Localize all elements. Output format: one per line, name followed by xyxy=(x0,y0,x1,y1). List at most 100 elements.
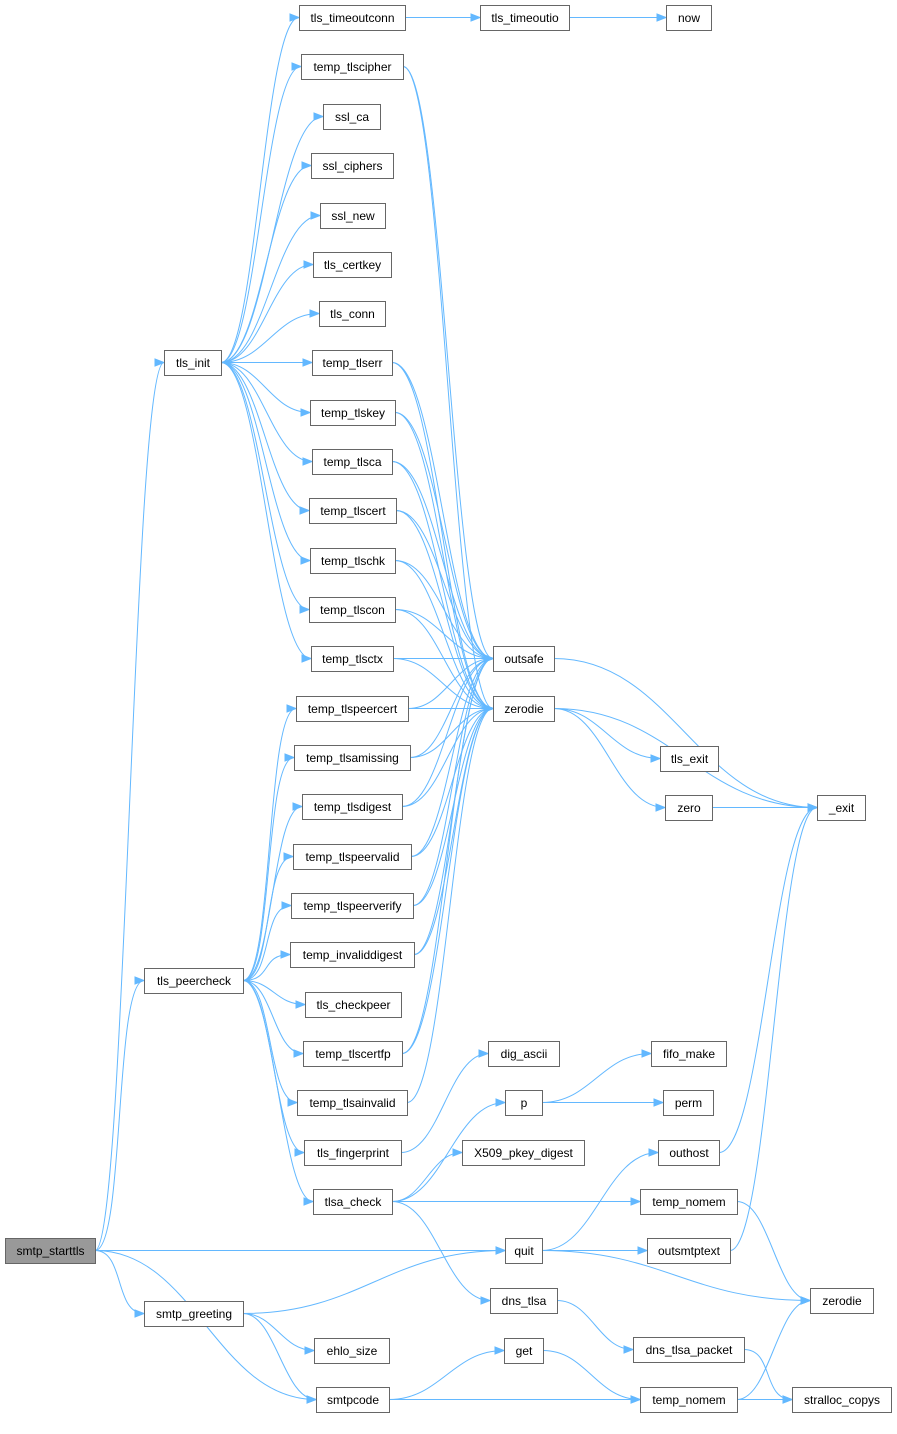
node-temp-tlspeerverify[interactable]: temp_tlspeerverify xyxy=(291,893,414,919)
node-ssl-new[interactable]: ssl_new xyxy=(320,203,386,229)
node-temp-tlsainvalid[interactable]: temp_tlsainvalid xyxy=(297,1090,408,1116)
node-outhost[interactable]: outhost xyxy=(658,1140,720,1166)
node-box xyxy=(309,498,397,524)
node-perm[interactable]: perm xyxy=(663,1090,714,1116)
node-box xyxy=(311,153,394,179)
edge-temp-tlscertfp-to-outsafe xyxy=(401,658,494,1054)
node-ehlo-size[interactable]: ehlo_size xyxy=(314,1338,390,1364)
node-outsmtptext[interactable]: outsmtptext xyxy=(647,1238,731,1264)
edge-temp-nomem2-to-zerodie2 xyxy=(736,1300,811,1400)
node-label: zero xyxy=(677,801,701,815)
node-tls-conn[interactable]: tls_conn xyxy=(319,301,386,327)
node-smtp-greeting[interactable]: smtp_greeting xyxy=(144,1301,244,1327)
node-tls-peercheck[interactable]: tls_peercheck xyxy=(144,968,244,994)
node-temp-tlskey[interactable]: temp_tlskey xyxy=(310,400,396,426)
node-dns-tlsa-packet[interactable]: dns_tlsa_packet xyxy=(633,1337,745,1363)
node-quit[interactable]: quit xyxy=(505,1238,543,1264)
edge-tls-fingerprint-to-dig-ascii xyxy=(400,1053,489,1153)
node-box xyxy=(316,1387,390,1413)
node-zerodie[interactable]: zerodie xyxy=(493,696,555,722)
node-ssl-ca[interactable]: ssl_ca xyxy=(323,104,381,130)
node-label: temp_tlsctx xyxy=(322,652,383,666)
node-box xyxy=(293,844,412,870)
node-box xyxy=(299,5,406,31)
node-temp-tlschk[interactable]: temp_tlschk xyxy=(310,548,396,574)
node-temp-invaliddigest[interactable]: temp_invaliddigest xyxy=(290,942,415,968)
node-box xyxy=(647,1238,731,1264)
node-tls-init[interactable]: tls_init xyxy=(164,350,222,376)
node-temp-tlscon[interactable]: temp_tlscon xyxy=(309,597,396,623)
node-box xyxy=(305,992,402,1018)
node-temp-tlsamissing[interactable]: temp_tlsamissing xyxy=(294,745,411,771)
node-outsafe[interactable]: outsafe xyxy=(493,646,555,672)
node-smtp-starttls[interactable]: smtp_starttls xyxy=(5,1238,96,1264)
edge-temp-tlscertfp-to-zerodie xyxy=(401,708,494,1054)
node-box xyxy=(304,1140,402,1166)
arrowhead--exit xyxy=(807,803,819,812)
node-temp-tlserr[interactable]: temp_tlserr xyxy=(312,350,393,376)
arrowhead-ssl-ca xyxy=(313,112,325,121)
node--exit[interactable]: _exit xyxy=(817,795,866,821)
node-temp-tlscert[interactable]: temp_tlscert xyxy=(309,498,397,524)
edge-tls-init-to-temp-tlscert xyxy=(220,362,310,511)
arrowhead-tls-peercheck xyxy=(134,976,146,985)
node-label: temp_tlspeerverify xyxy=(303,899,401,913)
arrowhead-x509-pkey-digest xyxy=(452,1148,464,1157)
node-box xyxy=(640,1387,738,1413)
edge-quit-to-zerodie2 xyxy=(541,1250,811,1301)
node-dig-ascii[interactable]: dig_ascii xyxy=(488,1041,560,1067)
node-tls-exit[interactable]: tls_exit xyxy=(660,746,719,772)
node-temp-tlsdigest[interactable]: temp_tlsdigest xyxy=(302,794,403,820)
node-fifo-make[interactable]: fifo_make xyxy=(651,1041,727,1067)
node-temp-tlspeervalid[interactable]: temp_tlspeervalid xyxy=(293,844,412,870)
node-tls-checkpeer[interactable]: tls_checkpeer xyxy=(305,992,402,1018)
node-stralloc-copys[interactable]: stralloc_copys xyxy=(792,1387,892,1413)
node-tls-certkey[interactable]: tls_certkey xyxy=(313,252,392,278)
node-zerodie2[interactable]: zerodie xyxy=(810,1288,874,1314)
arrowhead-get xyxy=(494,1346,506,1355)
node-smtpcode[interactable]: smtpcode xyxy=(316,1387,390,1413)
node-tls-fingerprint[interactable]: tls_fingerprint xyxy=(304,1140,402,1166)
node-tls-timeoutio[interactable]: tls_timeoutio xyxy=(480,5,570,31)
node-box xyxy=(144,1301,244,1327)
node-temp-nomem2[interactable]: temp_nomem xyxy=(640,1387,738,1413)
arrowhead-tls-conn xyxy=(309,309,321,318)
node-dns-tlsa[interactable]: dns_tlsa xyxy=(490,1288,558,1314)
edge-tls-peercheck-to-temp-tlspeerverify xyxy=(242,905,292,981)
edge-tls-peercheck-to-temp-tlsainvalid xyxy=(242,980,298,1103)
node-label: dns_tlsa xyxy=(502,1294,547,1308)
node-tlsa-check[interactable]: tlsa_check xyxy=(313,1189,393,1215)
arrowhead-smtpcode xyxy=(306,1395,318,1404)
node-label: stralloc_copys xyxy=(804,1393,880,1407)
edge-temp-tlsamissing-to-outsafe xyxy=(409,658,494,758)
arrowhead-temp-tlscipher xyxy=(291,62,303,71)
arrowhead-outsafe xyxy=(483,654,495,663)
node-label: tls_conn xyxy=(330,307,375,321)
node-zero[interactable]: zero xyxy=(665,795,713,821)
arrowhead-temp-tlsamissing xyxy=(284,753,296,762)
node-p[interactable]: p xyxy=(505,1090,543,1116)
edge-dns-tlsa-to-dns-tlsa-packet xyxy=(556,1300,634,1350)
edge-tlsa-check-to-x509-pkey-digest xyxy=(391,1152,463,1202)
arrowhead-tls-fingerprint xyxy=(294,1148,306,1157)
edge-smtp-starttls-to-tls-init xyxy=(94,362,165,1251)
node-box xyxy=(323,104,381,130)
node-get[interactable]: get xyxy=(504,1338,544,1364)
node-temp-tlsctx[interactable]: temp_tlsctx xyxy=(311,646,394,672)
node-temp-tlscertfp[interactable]: temp_tlscertfp xyxy=(303,1041,403,1067)
node-label: temp_tlsamissing xyxy=(306,751,399,765)
node-box xyxy=(310,400,396,426)
node-label: temp_invaliddigest xyxy=(303,948,403,962)
node-ssl-ciphers[interactable]: ssl_ciphers xyxy=(311,153,394,179)
node-x509-pkey-digest[interactable]: X509_pkey_digest xyxy=(462,1140,585,1166)
node-label: zerodie xyxy=(822,1294,862,1308)
node-tls-timeoutconn[interactable]: tls_timeoutconn xyxy=(299,5,406,31)
node-label: tls_peercheck xyxy=(157,974,232,988)
edge-tls-init-to-temp-tlskey xyxy=(220,362,311,413)
node-box xyxy=(505,1090,543,1116)
node-now[interactable]: now xyxy=(666,5,712,31)
node-temp-tlsca[interactable]: temp_tlsca xyxy=(312,449,393,475)
node-temp-nomem[interactable]: temp_nomem xyxy=(640,1189,738,1215)
node-temp-tlspeercert[interactable]: temp_tlspeercert xyxy=(296,696,409,722)
node-temp-tlscipher[interactable]: temp_tlscipher xyxy=(301,54,404,80)
